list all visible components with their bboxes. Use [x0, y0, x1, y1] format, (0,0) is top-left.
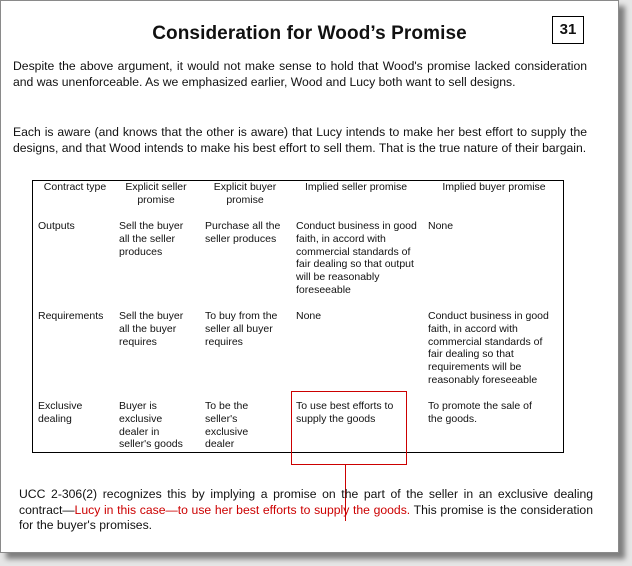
- table-cell: Requirements: [38, 310, 104, 322]
- table-cell: To buy from the seller all buyer require…: [205, 310, 278, 348]
- contract-table: Contract type Explicit seller promise Ex…: [32, 180, 564, 453]
- table-cell: Purchase all the seller produces: [205, 220, 281, 245]
- table-header-explicit-seller: Explicit seller promise: [125, 181, 187, 206]
- table-cell: Conduct business in good faith, in accor…: [296, 220, 417, 296]
- ucc-highlighted-text: Lucy in this case—to use her best effort…: [74, 502, 411, 517]
- table-cell: Buyer is exclusive dealer in seller's go…: [119, 400, 183, 451]
- table-cell: None: [296, 310, 322, 322]
- table-cell: To promote the sale of the goods.: [428, 400, 532, 425]
- table-cell: Conduct business in good faith, in accor…: [428, 310, 549, 386]
- ucc-text: UCC 2-306(2) recognizes this by implying…: [19, 487, 593, 517]
- table-header-implied-seller: Implied seller promise: [304, 181, 408, 193]
- ucc-text-end: This promise is the consideration for th…: [19, 502, 593, 533]
- table-cell: Exclusive dealing: [38, 400, 83, 425]
- slide: Consideration for Wood’s Promise 31 Desp…: [0, 0, 619, 553]
- slide-number: 31: [552, 16, 584, 44]
- slide-title: Consideration for Wood’s Promise: [152, 23, 467, 44]
- table-cell: Sell the buyer all the seller produces: [119, 220, 184, 258]
- paragraph-argument: Despite the above argument, it would not…: [13, 59, 587, 89]
- table-header-contract-type: Contract type: [43, 181, 107, 193]
- highlight-box: [291, 391, 407, 465]
- highlight-connector-line: [345, 464, 346, 521]
- table-header-implied-buyer: Implied buyer promise: [442, 181, 546, 193]
- paragraph-bargain: Each is aware (and knows that the other …: [13, 125, 587, 155]
- table-cell: Outputs: [38, 220, 75, 232]
- table-cell: Sell the buyer all the buyer requires: [119, 310, 184, 348]
- table-cell: None: [428, 220, 454, 232]
- table-header-explicit-buyer: Explicit buyer promise: [213, 181, 277, 206]
- table-cell: To use best efforts to supply the goods: [296, 400, 394, 425]
- table-cell: To be the seller's exclusive dealer: [205, 400, 249, 451]
- paragraph-ucc: UCC 2-306(2) recognizes this by implying…: [19, 487, 593, 534]
